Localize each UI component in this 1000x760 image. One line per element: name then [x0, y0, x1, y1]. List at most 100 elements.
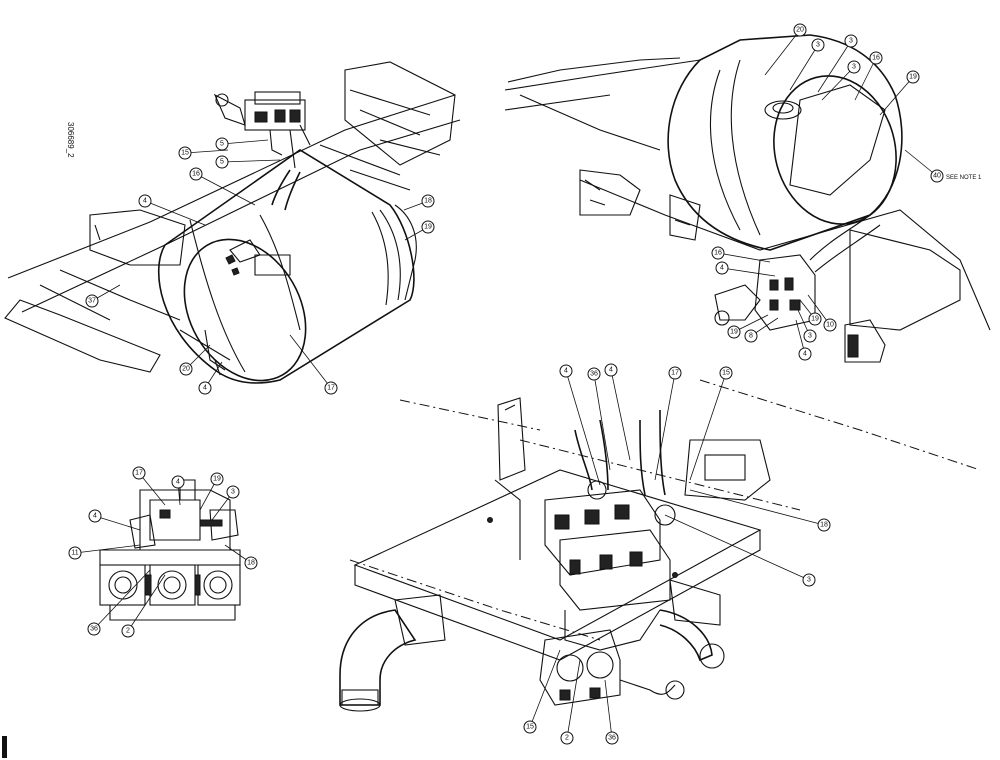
- large-valve-manifold: [544, 480, 676, 651]
- leader-line: [138, 472, 166, 506]
- callout-circle: [793, 23, 807, 37]
- callout-15: 15: [523, 720, 537, 734]
- left-frame-crossmember: [4, 299, 161, 373]
- callout-label: 19: [730, 329, 738, 336]
- leader-line: [604, 679, 613, 739]
- callout-3: 3: [844, 34, 858, 48]
- leader-line: [289, 334, 332, 389]
- callout-label: 3: [849, 38, 853, 45]
- callout-circle: [604, 363, 618, 377]
- leader-line: [184, 149, 229, 154]
- callout-19: 19: [808, 312, 822, 326]
- callout-label: 2: [565, 735, 569, 742]
- callout-label: 15: [526, 724, 534, 731]
- leader-line: [144, 200, 206, 226]
- callout-17: 17: [132, 466, 146, 480]
- callout-19: 19: [421, 220, 435, 234]
- callout-label: 4: [143, 198, 147, 205]
- callout-circle: [132, 466, 146, 480]
- callout-label: 17: [135, 470, 143, 477]
- left-hose: [271, 169, 301, 211]
- callout-label: 15: [181, 150, 189, 157]
- leader-line: [817, 40, 852, 93]
- leader-line: [821, 66, 855, 101]
- callout-36: 36: [587, 367, 601, 381]
- callout-circle: [560, 731, 574, 745]
- callout-20: 20: [793, 23, 807, 37]
- callout-circle: [178, 146, 192, 160]
- callout-label: 19: [909, 74, 917, 81]
- callout-label: 4: [803, 351, 807, 358]
- callout-circle: [179, 362, 193, 376]
- callout-19: 19: [727, 325, 741, 339]
- callout-40: 40: [930, 169, 944, 183]
- callout-label: 20: [796, 27, 804, 34]
- callout-label: 4: [176, 479, 180, 486]
- callout-label: 4: [564, 368, 568, 375]
- callout-circle: [210, 472, 224, 486]
- leader-line: [721, 267, 776, 277]
- callout-2: 2: [560, 731, 574, 745]
- callout-label: 3: [816, 42, 820, 49]
- callout-3: 3: [847, 60, 861, 74]
- see-note-label: SEE NOTE 1: [946, 175, 982, 181]
- leader-line: [610, 369, 631, 461]
- callout-label: 3: [808, 333, 812, 340]
- margin-mark: [2, 736, 7, 758]
- leader-line: [593, 373, 611, 471]
- left-tank-view: [4, 61, 461, 384]
- callout-label: 16: [872, 55, 880, 62]
- callout-circle: [189, 167, 203, 181]
- callout-label: 16: [714, 250, 722, 257]
- callout-label: 5: [220, 141, 224, 148]
- leader-line: [566, 659, 581, 739]
- callout-37: 37: [85, 294, 99, 308]
- lower-valve-set: [539, 629, 685, 706]
- document-id: 306689_2: [66, 122, 75, 158]
- leader-line: [879, 76, 914, 116]
- callout-circle: [808, 312, 822, 326]
- callout-circle: [324, 381, 338, 395]
- callout-label: 36: [590, 371, 598, 378]
- callout-label: 18: [247, 560, 255, 567]
- callout-circle: [817, 518, 831, 532]
- leader-line: [717, 252, 771, 263]
- callout-36: 36: [605, 731, 619, 745]
- left-valve-manifold: [213, 91, 311, 169]
- callout-label: 15: [722, 370, 730, 377]
- callout-circle: [798, 347, 812, 361]
- callout-circle: [523, 720, 537, 734]
- callout-circle: [559, 364, 573, 378]
- right-frame-rail: [504, 59, 991, 331]
- leader-line: [221, 159, 281, 163]
- callout-label: 3: [807, 577, 811, 584]
- leader-line: [664, 514, 810, 581]
- right-tank-end: [773, 75, 897, 225]
- callout-circle: [711, 246, 725, 260]
- leader-line: [565, 370, 601, 486]
- callout-label: 3: [852, 64, 856, 71]
- callout-5: 5: [215, 155, 229, 169]
- left-frame-bracket: [89, 61, 456, 266]
- callout-circle: [215, 137, 229, 151]
- callout-16: 16: [189, 167, 203, 181]
- callout-label: 17: [327, 385, 335, 392]
- leader-line: [904, 149, 938, 177]
- callout-circle: [802, 573, 816, 587]
- callout-label: 37: [88, 298, 96, 305]
- callout-label: 4: [609, 367, 613, 374]
- callout-circle: [811, 38, 825, 52]
- leader-line: [689, 489, 825, 526]
- callout-circle: [87, 622, 101, 636]
- leader-line: [195, 173, 256, 206]
- leader-line: [127, 574, 166, 632]
- callout-4: 4: [88, 509, 102, 523]
- callout-circle: [727, 325, 741, 339]
- callout-18: 18: [244, 556, 258, 570]
- leader-lines: [74, 29, 938, 739]
- callout-label: 3: [231, 489, 235, 496]
- callout-4: 4: [559, 364, 573, 378]
- callout-4: 4: [715, 261, 729, 275]
